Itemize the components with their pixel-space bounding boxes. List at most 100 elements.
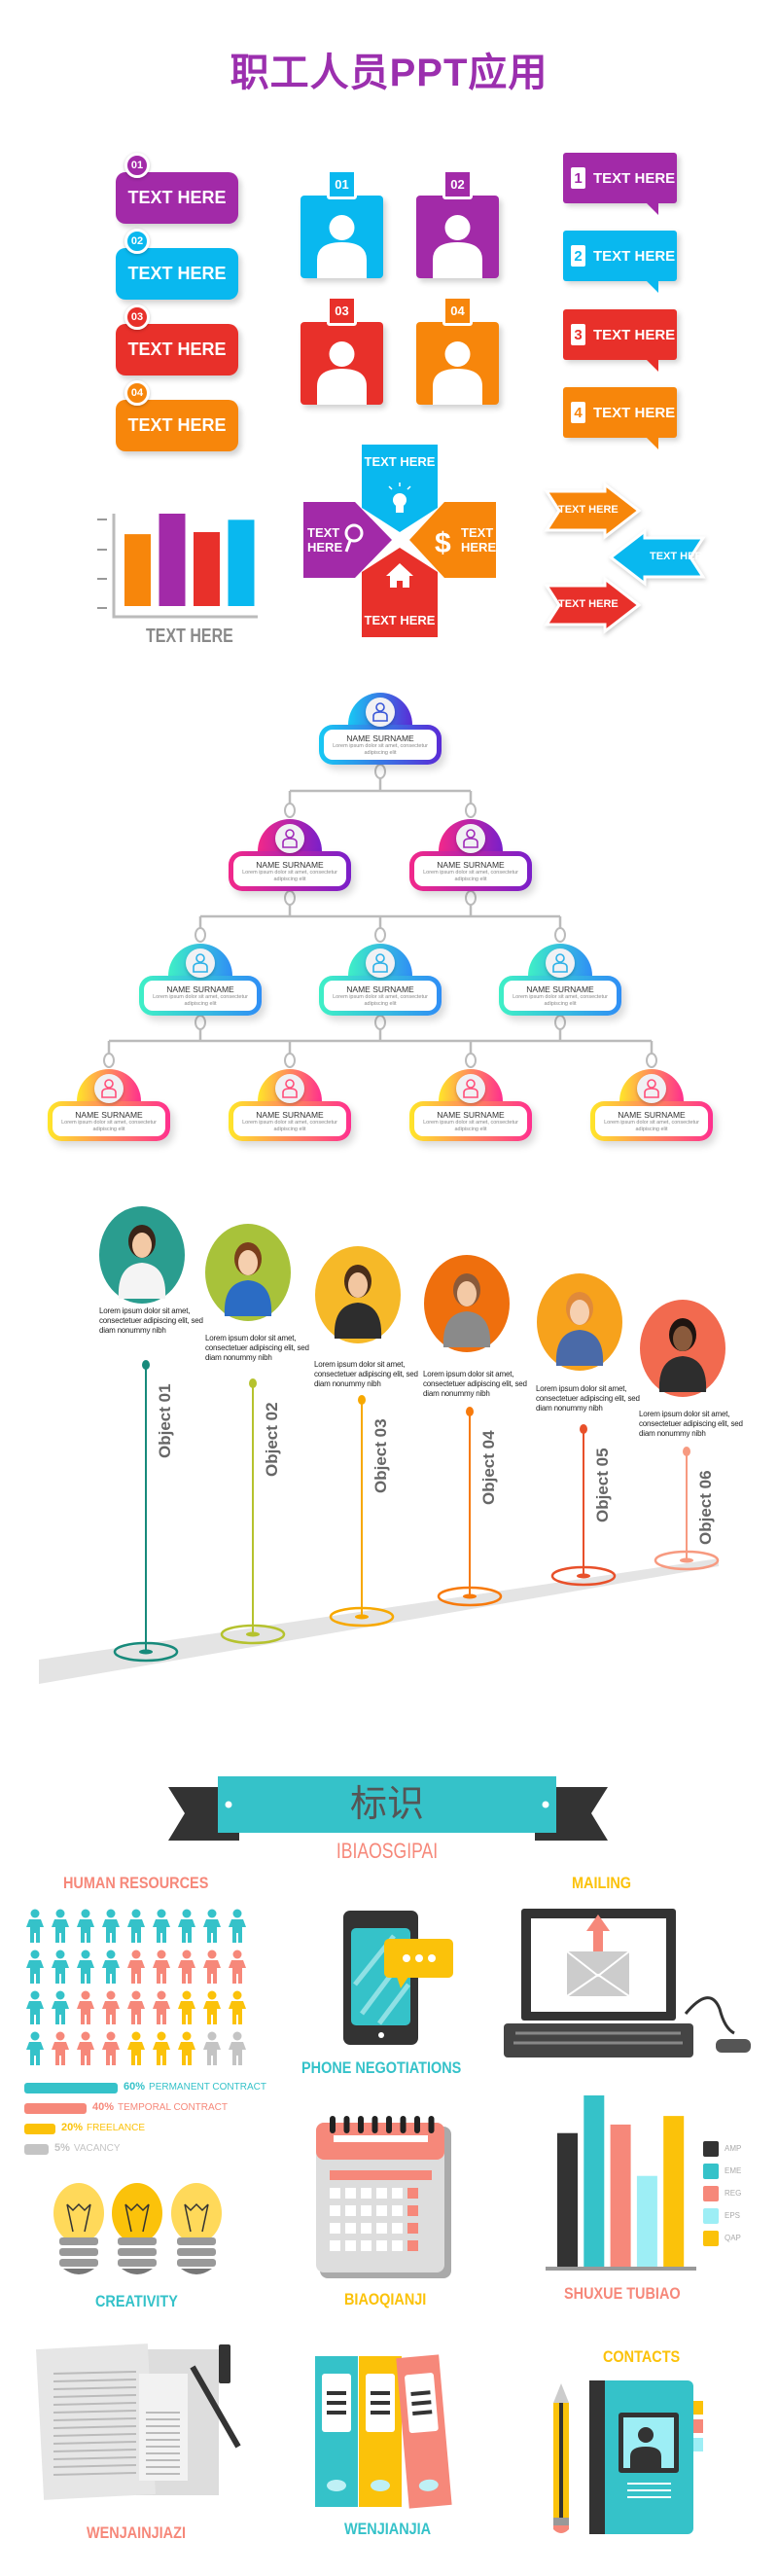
user-icon (366, 698, 395, 727)
chat-bubble-icon (384, 1939, 453, 1988)
person-figure-icon (178, 2031, 195, 2065)
chart-bar (557, 2132, 578, 2267)
timeline-description: Lorem ipsum dolor sit amet, consectetuer… (423, 1370, 527, 1398)
person-figure-icon (127, 2031, 145, 2065)
person-figure-icon (77, 1909, 94, 1943)
head (157, 1950, 166, 1959)
person-icon (301, 322, 383, 405)
arrow-text: TEXT HERE (558, 504, 619, 516)
person-figure-icon (102, 2031, 120, 2065)
bar-chart-label: TEXT HERE (146, 626, 233, 647)
connector-ring (284, 890, 296, 906)
head (55, 1990, 65, 2000)
magnifier-icon (344, 523, 364, 553)
person-card-2[interactable] (416, 196, 499, 278)
head (232, 1909, 242, 1918)
person-card-1[interactable] (301, 196, 383, 278)
numbered-label-4[interactable]: TEXT HERE (116, 400, 238, 451)
body (77, 2042, 94, 2065)
connector-ring (465, 890, 477, 906)
person-figure-icon (153, 1990, 170, 2024)
house-icon (386, 563, 413, 588)
hr-stat-label: PERMANENT CONTRACT (149, 2082, 266, 2093)
person-figure-icon (127, 1950, 145, 1984)
banner-title: 标识 (349, 1782, 424, 1825)
head (232, 1990, 242, 2000)
avatar-body (555, 1330, 604, 1366)
person-card-number: 04 (442, 296, 473, 326)
body (52, 2001, 69, 2024)
body (153, 2001, 170, 2024)
arrow-right (544, 481, 642, 541)
avatar-face (673, 1326, 692, 1351)
bubble-tail-icon (647, 438, 658, 449)
user-icon (456, 1074, 485, 1103)
connector-ring (194, 1015, 206, 1030)
dollar-icon: $ (435, 527, 451, 559)
pin-head (580, 1424, 587, 1434)
pencil-icon (553, 2383, 569, 2533)
person-card-3[interactable] (301, 322, 383, 405)
numbered-label-3[interactable]: TEXT HERE (116, 324, 238, 376)
connector-ring (284, 803, 296, 818)
pin-head (466, 1407, 474, 1416)
legend-swatch (703, 2231, 719, 2246)
compass-left-text: TEXT HERE (307, 525, 343, 555)
number-badge: 04 (124, 380, 150, 406)
head (182, 2031, 192, 2041)
documents-title: WENJAINJIAZI (87, 2523, 186, 2542)
person-card-4[interactable] (416, 322, 499, 405)
legend-swatch (703, 2208, 719, 2224)
user-icon (456, 824, 485, 853)
person-card-number: 02 (442, 169, 473, 199)
org-node-name: NAME SURNAME (437, 860, 505, 870)
timeline-label: Object 05 (593, 1448, 612, 1522)
head (81, 2031, 90, 2041)
body (26, 1919, 44, 1943)
org-node-name: NAME SURNAME (256, 1110, 324, 1120)
person-figure-icon (229, 1909, 246, 1943)
head (131, 2031, 141, 2041)
body (26, 2001, 44, 2024)
avatar-body (658, 1356, 707, 1392)
numbered-label-text: TEXT HERE (127, 188, 227, 207)
avatar-face (238, 1250, 258, 1275)
arrow-left (608, 527, 706, 588)
org-node-name: NAME SURNAME (256, 860, 324, 870)
person-figure-icon (229, 1950, 246, 1984)
body (153, 1960, 170, 1984)
connector-ring (554, 927, 566, 943)
chart-bar (610, 2124, 631, 2267)
hr-stat-bar (24, 2083, 118, 2093)
org-node-desc: Lorem ipsum dolor sit amet, consectetur … (242, 1120, 337, 1132)
org-node-desc: Lorem ipsum dolor sit amet, consectetur … (423, 1120, 518, 1132)
legend-swatch (703, 2186, 719, 2201)
avatar-face (132, 1233, 152, 1258)
body (52, 1960, 69, 1984)
head (106, 1950, 116, 1959)
hr-stat-percent: 40% (92, 2101, 115, 2113)
numbered-label-2[interactable]: TEXT HERE (116, 248, 238, 300)
head (131, 1909, 141, 1918)
body (203, 2042, 221, 2065)
numbered-label-1[interactable]: TEXT HERE (116, 172, 238, 224)
person-figure-icon (127, 1990, 145, 2024)
